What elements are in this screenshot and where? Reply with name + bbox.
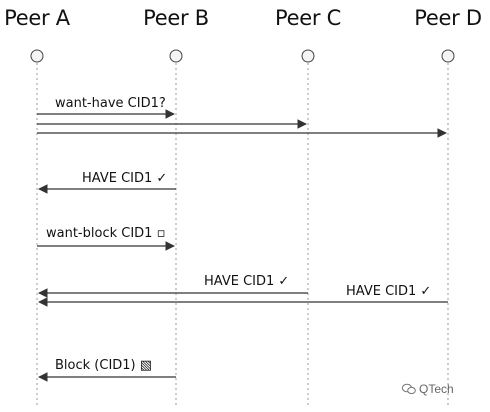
watermark-text: QTech [419, 382, 454, 396]
node-peer-d [441, 49, 455, 63]
node-peer-a [30, 49, 44, 63]
label-have-from-c: HAVE CID1 ✓ [204, 274, 290, 289]
node-peer-b [169, 49, 183, 63]
peer-d-title: Peer D [414, 6, 482, 30]
watermark: QTech [402, 382, 454, 396]
label-have-from-b: HAVE CID1 ✓ [82, 171, 168, 186]
label-block: Block (CID1) ▧ [55, 358, 153, 373]
peer-a-title: Peer A [4, 6, 70, 30]
peer-b-title: Peer B [143, 6, 209, 30]
label-have-from-d: HAVE CID1 ✓ [346, 284, 432, 299]
label-want-block: want-block CID1 ▫ [46, 226, 166, 241]
label-want-have: want-have CID1? [55, 96, 166, 111]
node-peer-c [301, 49, 315, 63]
peer-c-title: Peer C [275, 6, 341, 30]
wechat-icon [402, 383, 416, 395]
